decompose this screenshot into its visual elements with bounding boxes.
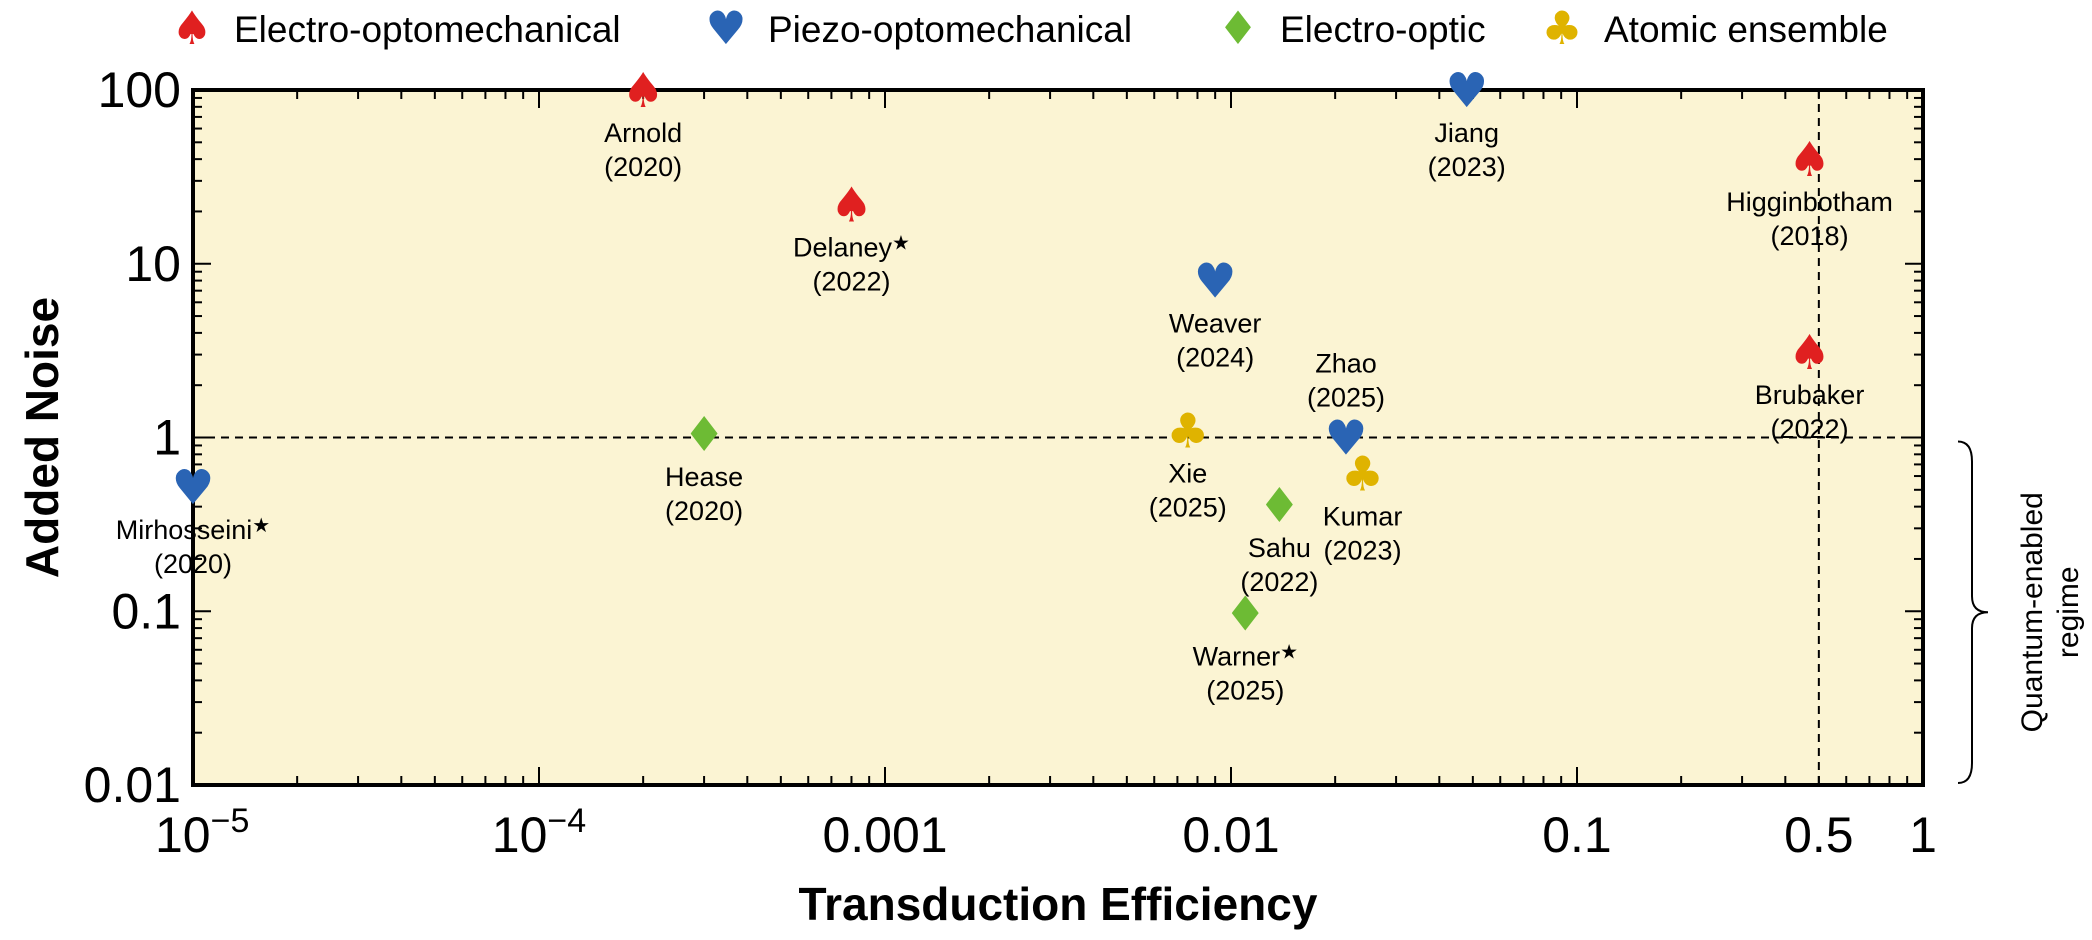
data-point: ♦Sahu (2022) <box>1240 478 1318 597</box>
plot-area <box>193 90 1923 785</box>
legend: ♠ Electro-optomechanical ♥ Piezo-optomechan… <box>171 1 1887 55</box>
data-point: ♥Weaver (2024) <box>1169 254 1262 373</box>
regime-label-line1: Quantum-enabled <box>2016 492 2049 732</box>
legend-marker-heart-icon: ♥ <box>705 1 746 55</box>
legend-label: Electro-optic <box>1280 9 1486 50</box>
data-point: ♦Hease (2020) <box>665 407 743 526</box>
spade-marker-icon: ♠ <box>830 177 873 233</box>
x-tick-label: 10−5 <box>155 802 249 863</box>
point-year: (2020) <box>154 549 232 579</box>
point-label: Jiang <box>1434 118 1499 148</box>
heart-marker-icon: ♥ <box>1445 63 1488 119</box>
legend-marker-diamond-icon: ♦ <box>1217 1 1258 55</box>
point-year: (2025) <box>1206 676 1284 706</box>
x-tick-label: 10−4 <box>492 802 586 863</box>
point-label: Sahu <box>1248 533 1311 563</box>
legend-label: Atomic ensemble <box>1604 9 1888 50</box>
y-axis-title: Added Noise <box>16 297 68 578</box>
plot-frame <box>191 88 1925 787</box>
x-tick-label: 0.5 <box>1784 807 1854 863</box>
club-marker-icon: ♣ <box>1166 403 1209 459</box>
point-year: (2023) <box>1324 536 1402 566</box>
y-tick-label: 0.01 <box>84 757 181 813</box>
y-tick-label: 1 <box>153 410 181 466</box>
diamond-marker-icon: ♦ <box>1224 587 1267 643</box>
x-tick-label: 1 <box>1909 807 1937 863</box>
point-year: (2020) <box>604 152 682 182</box>
data-points: ♠Arnold(2020)♠Delaney★(2022)♠Higginbotha… <box>116 63 1893 706</box>
data-point: ♦Warner★ (2025) <box>1193 587 1298 706</box>
point-label: Warner★ <box>1193 640 1298 672</box>
point-label: Weaver <box>1169 309 1262 339</box>
x-tick-label: 0.01 <box>1182 807 1279 863</box>
point-year: (2022) <box>812 266 890 296</box>
data-point: ♠Brubaker (2022) <box>1755 325 1865 444</box>
data-point: ♠Arnold (2020) <box>604 63 682 182</box>
regime-label-line2: regime <box>2052 566 2085 658</box>
heart-marker-icon: ♥ <box>1194 254 1237 310</box>
point-label: Delaney★ <box>793 230 910 262</box>
diamond-marker-icon: ♦ <box>1258 478 1301 534</box>
diamond-marker-icon: ♦ <box>683 407 726 463</box>
point-label: Xie <box>1168 458 1207 488</box>
point-label: Brubaker <box>1755 380 1865 410</box>
heart-marker-icon: ♥ <box>171 460 214 516</box>
reference-lines <box>193 90 1923 785</box>
data-point: ♠Higginbotham (2018) <box>1726 132 1893 251</box>
heart-marker-icon: ♥ <box>1325 411 1368 467</box>
club-marker-icon: ♣ <box>1341 447 1384 503</box>
point-label: Arnold <box>604 118 682 148</box>
point-label: Kumar <box>1323 502 1403 532</box>
x-tick-label: 0.1 <box>1542 807 1612 863</box>
point-year: (2020) <box>665 496 743 526</box>
point-year: (2018) <box>1771 221 1849 251</box>
point-label: Mirhosseini★ <box>116 513 270 545</box>
point-year: (2024) <box>1176 343 1254 373</box>
point-year: (2023) <box>1428 152 1506 182</box>
point-label: Zhao <box>1315 349 1377 379</box>
y-tick-label: 10 <box>125 236 181 292</box>
spade-marker-icon: ♠ <box>622 63 665 119</box>
data-point: ♣Xie (2025) <box>1149 403 1227 522</box>
x-axis-title: Transduction Efficiency <box>799 878 1318 930</box>
point-year: (2022) <box>1771 414 1849 444</box>
point-year: (2022) <box>1240 567 1318 597</box>
data-point: ♥ Zhao (2025) <box>1307 349 1385 467</box>
point-year: (2025) <box>1149 492 1227 522</box>
spade-marker-icon: ♠ <box>1788 325 1831 381</box>
spade-marker-icon: ♠ <box>1788 132 1831 188</box>
legend-marker-club-icon: ♣ <box>1541 1 1582 55</box>
data-point: ♣Kumar (2023) <box>1323 447 1403 566</box>
data-point: ♥Mirhosseini★ (2020) <box>116 460 270 579</box>
y-tick-label: 0.1 <box>111 583 181 639</box>
legend-label: Piezo-optomechanical <box>768 9 1132 50</box>
y-tick-label: 100 <box>98 62 181 118</box>
point-year: (2025) <box>1307 383 1385 413</box>
bracket-shape <box>1957 440 1989 784</box>
x-tick-label: 0.001 <box>822 807 947 863</box>
point-label: Higginbotham <box>1726 187 1893 217</box>
data-point: ♠Delaney★ (2022) <box>793 177 910 296</box>
legend-label: Electro-optomechanical <box>234 9 621 50</box>
legend-marker-spade-icon: ♠ <box>171 1 212 55</box>
data-point: ♥Jiang (2023) <box>1428 63 1506 182</box>
point-label: Hease <box>665 462 743 492</box>
